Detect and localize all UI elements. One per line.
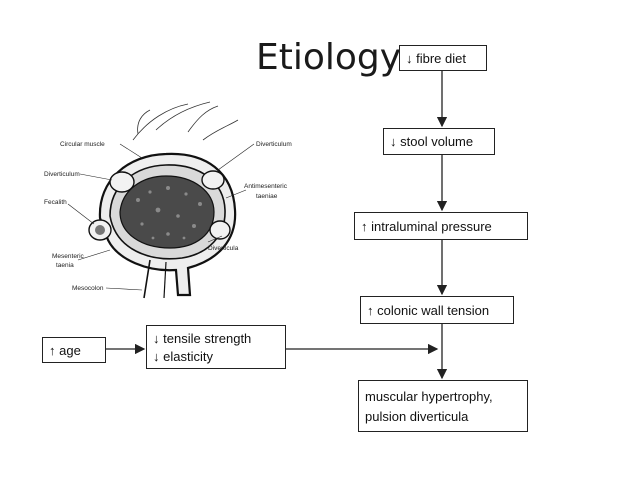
box-intraluminal-pressure-label: intraluminal pressure <box>371 219 492 234</box>
box-colonic-wall-tension-label: colonic wall tension <box>377 303 490 318</box>
box-tensile-strength-line2: elasticity <box>163 349 213 364</box>
box-intraluminal-pressure: ↑ intraluminal pressure <box>354 212 528 240</box>
label-mesocolon: Mesocolon <box>72 285 104 292</box>
label-diverticula: Diverticula <box>208 245 239 252</box>
slide-title: Etiology <box>256 37 402 78</box>
box-outcome-line2: pulsion diverticula <box>365 409 469 424</box>
label-mesenteric: Mesenteric <box>52 253 85 260</box>
down-arrow-icon: ↓ <box>390 134 397 149</box>
box-tensile-strength-line1: tensile strength <box>163 331 252 346</box>
box-tensile-strength: ↓ tensile strength ↓ elasticity <box>146 325 286 369</box>
box-age: ↑ age <box>42 337 106 363</box>
box-colonic-wall-tension: ↑ colonic wall tension <box>360 296 514 324</box>
box-fibre-diet-label: fibre diet <box>416 51 466 66</box>
label-fecalith: Fecalith <box>44 199 67 206</box>
label-diverticulum-top: Diverticulum <box>256 141 292 148</box>
down-arrow-icon: ↓ <box>153 349 160 364</box>
label-circular-muscle: Circular muscle <box>60 141 105 148</box>
box-outcome: muscular hypertrophy, pulsion diverticul… <box>358 380 528 432</box>
down-arrow-icon: ↓ <box>406 51 413 66</box>
up-arrow-icon: ↑ <box>361 219 368 234</box>
up-arrow-icon: ↑ <box>49 343 56 358</box>
box-outcome-line1: muscular hypertrophy, <box>365 389 493 404</box>
label-taenia: taenia <box>56 262 74 269</box>
up-arrow-icon: ↑ <box>367 303 374 318</box>
box-fibre-diet: ↓ fibre diet <box>399 45 487 71</box>
box-stool-volume: ↓ stool volume <box>383 128 495 155</box>
box-stool-volume-label: stool volume <box>400 134 474 149</box>
label-diverticulum-left: Diverticulum <box>44 171 80 178</box>
down-arrow-icon: ↓ <box>153 331 160 346</box>
box-age-label: age <box>59 343 81 358</box>
label-antimesenteric: Antimesenteric <box>244 183 288 190</box>
label-taeniae: taeniae <box>256 193 278 200</box>
colon-cross-section-illustration: Circular muscle Diverticulum Diverticulu… <box>44 101 292 299</box>
